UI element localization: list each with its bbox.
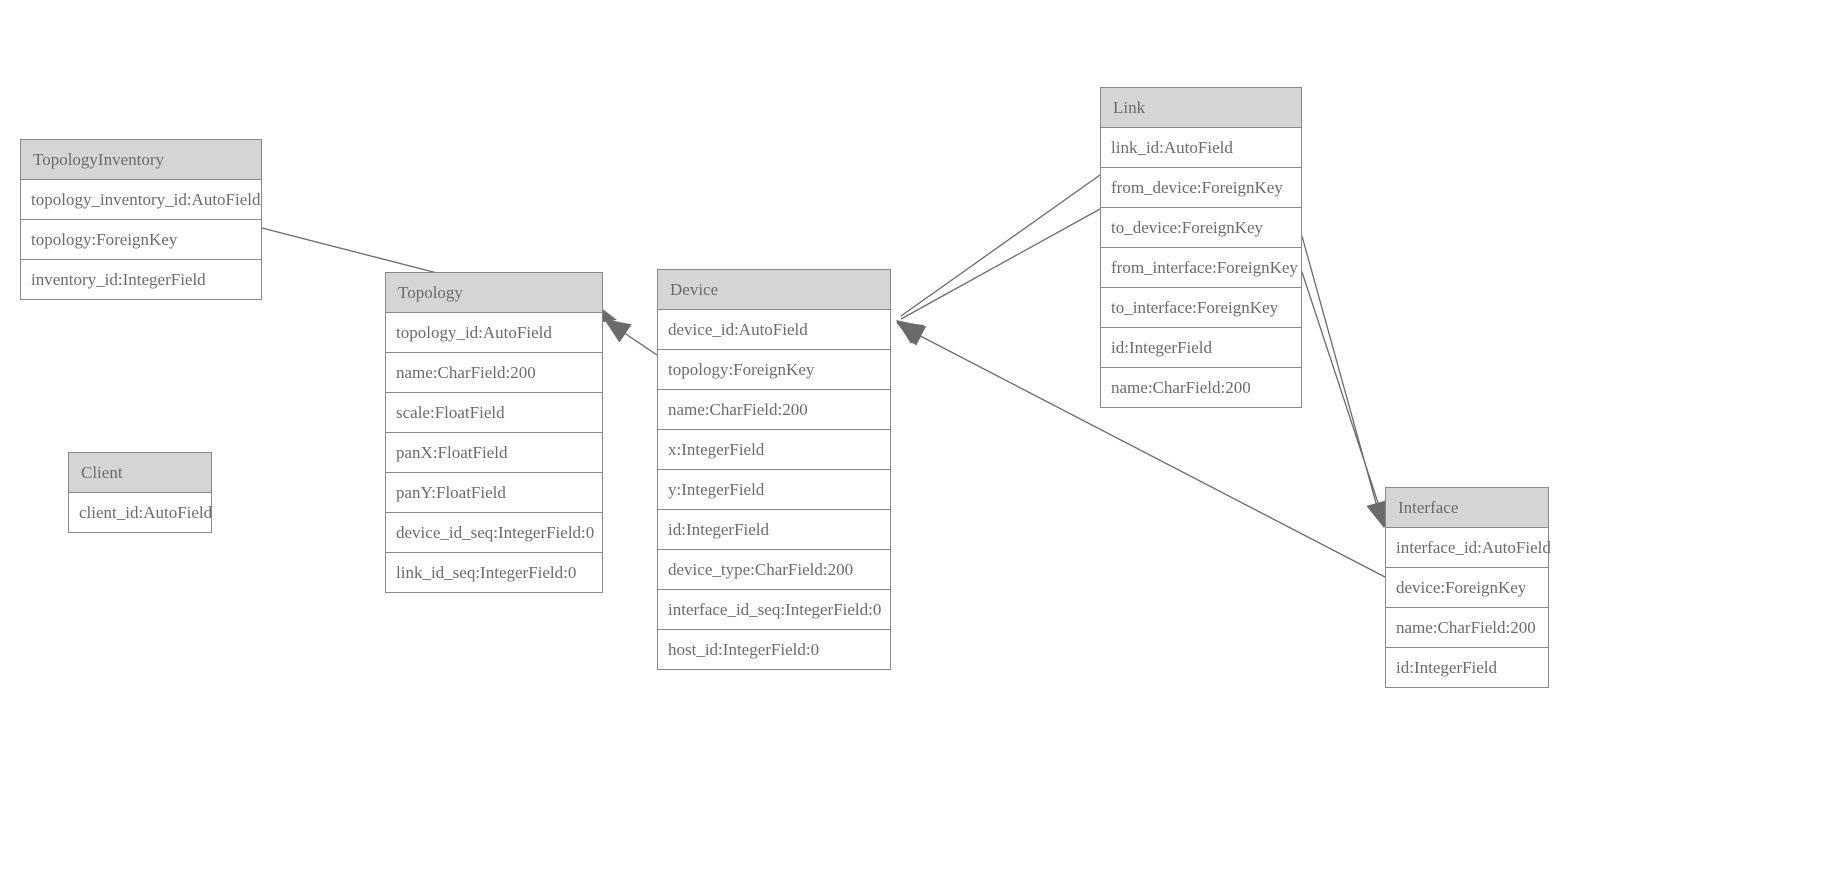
relationship-line [607,321,658,356]
entity-field-row: id:IntegerField [1101,328,1301,368]
relationship-line [1301,271,1386,525]
entity-field-row: from_interface:ForeignKey [1101,248,1301,288]
entity-field-row: link_id:AutoField [1101,128,1301,168]
entity-field-row: topology:ForeignKey [21,220,261,260]
entity-field-row: name:CharField:200 [1101,368,1301,407]
relationship-line [900,208,1101,320]
entity-title-client: Client [69,453,211,493]
entity-field-row: y:IntegerField [658,470,890,510]
entity-title-topology-inventory: TopologyInventory [21,140,261,180]
entity-field-row: topology_id:AutoField [386,313,602,353]
entity-field-row: name:CharField:200 [386,353,602,393]
entity-field-row: x:IntegerField [658,430,890,470]
relationship-line [900,174,1101,317]
entity-field-row: interface_id:AutoField [1386,528,1551,568]
entity-field-row: topology_inventory_id:AutoField [21,180,261,220]
entity-field-row: topology:ForeignKey [658,350,890,390]
entity-field-row: scale:FloatField [386,393,602,433]
entity-title-link: Link [1101,88,1301,128]
entity-title-interface: Interface [1386,488,1548,528]
entity-field-row: device_type:CharField:200 [658,550,890,590]
relationship-device-topology [604,319,658,356]
entity-title-topology: Topology [386,273,602,313]
entity-field-row: from_device:ForeignKey [1101,168,1301,208]
entity-field-row: name:CharField:200 [1386,608,1548,648]
entity-field-row: id:IntegerField [658,510,890,550]
entity-field-row: client_id:AutoField [69,493,212,532]
entity-field-row: name:CharField:200 [658,390,890,430]
relationship-link-to-device [896,208,1101,345]
entity-title-device: Device [658,270,890,310]
entity-field-row: link_id_seq:IntegerField:0 [386,553,602,592]
entity-field-row: panX:FloatField [386,433,602,473]
relationship-arrowhead [898,324,927,346]
relationship-link-from-device [896,174,1101,344]
entity-field-row: to_device:ForeignKey [1101,208,1301,248]
entity-field-row: inventory_id:IntegerField [21,260,261,299]
relationship-line [1301,235,1382,522]
entity-field-row: device:ForeignKey [1386,568,1548,608]
relationship-arrowhead [896,320,924,344]
entity-field-row: device_id:AutoField [658,310,890,350]
entity-field-row: panY:FloatField [386,473,602,513]
relationship-arrowhead [896,322,925,345]
entity-field-row: host_id:IntegerField:0 [658,630,890,669]
entity-field-row: interface_id_seq:IntegerField:0 [658,590,890,630]
entity-field-row: device_id_seq:IntegerField:0 [386,513,602,553]
entity-field-row: to_interface:ForeignKey [1101,288,1301,328]
entity-field-row: id:IntegerField [1386,648,1548,687]
relationship-link-from-interface [1301,235,1388,528]
relationship-link-to-interface [1301,271,1391,531]
